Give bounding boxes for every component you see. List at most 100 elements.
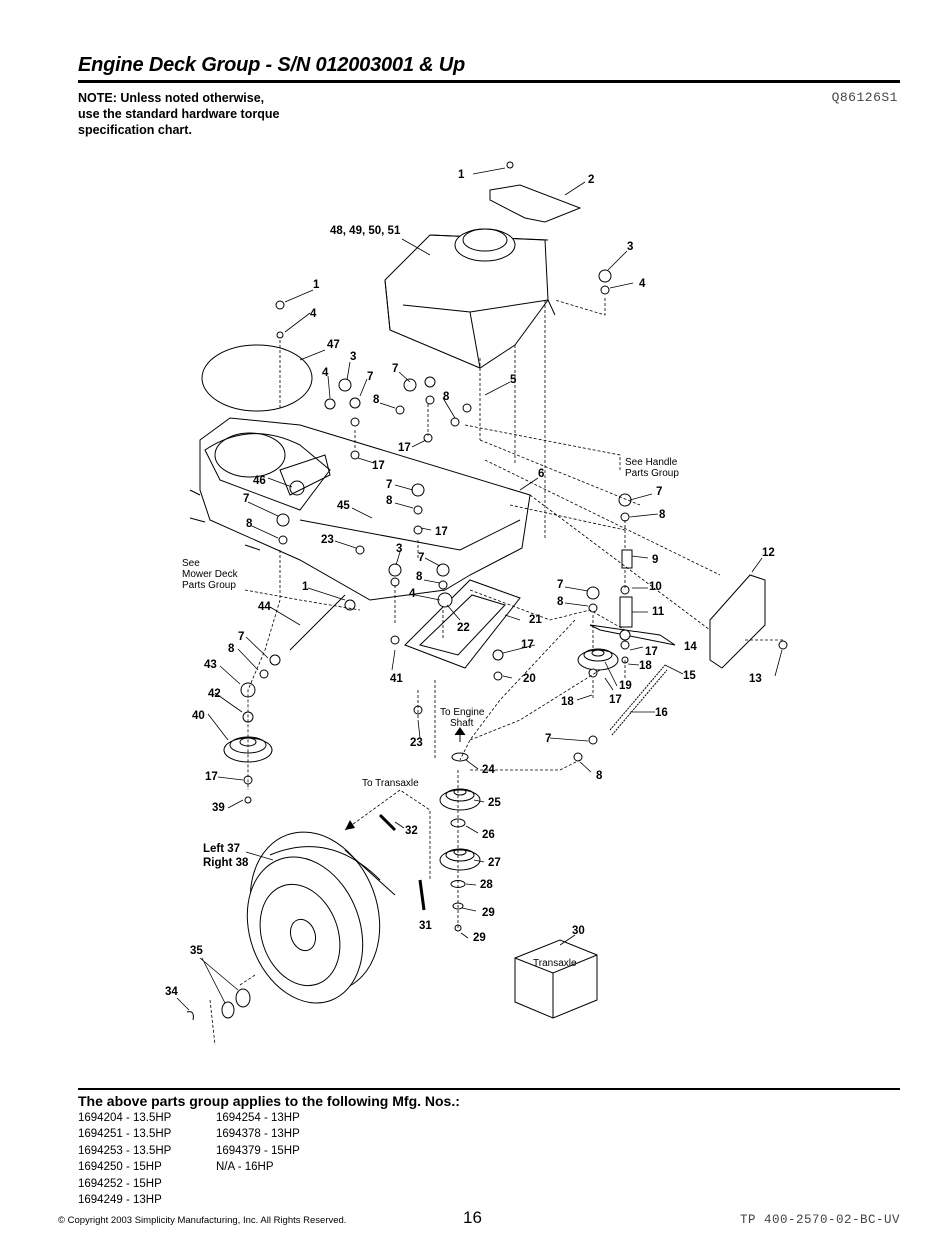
callout-36: 35: [190, 945, 203, 957]
callout-8: 8: [557, 596, 564, 608]
callout-7: 7: [418, 552, 424, 564]
callout-9: 9: [652, 554, 658, 566]
callout-39: 39: [212, 802, 225, 814]
callout-7: 7: [367, 371, 373, 383]
callout-35: 34: [165, 986, 178, 998]
applies-heading: The above parts group applies to the fol…: [78, 1093, 460, 1109]
mfg-number: N/A - 16HP: [216, 1161, 274, 1174]
mfg-numbers-col2: 1694254 - 13HP 1694378 - 13HP 1694379 - …: [216, 1110, 300, 1176]
callout-17: 17: [645, 646, 658, 658]
exploded-parts-diagram: 1 2 48, 49, 50, 51 3 4 1 4 47 3 4 7 7 8 …: [165, 161, 788, 1046]
callout-26: 25: [488, 797, 501, 809]
engine-drawing: [384, 228, 556, 369]
callout-7: 7: [557, 579, 563, 591]
callout-6: 6: [538, 468, 544, 480]
callout-46: 46: [253, 475, 266, 487]
callout-8: 8: [386, 495, 393, 507]
callout-13: 13: [749, 673, 762, 685]
callout-24: 23: [321, 534, 334, 546]
callout-30: 29: [482, 907, 495, 919]
callout-20: 18: [561, 696, 574, 708]
right-wheel-label: Right 38: [203, 857, 249, 869]
pulley-26-drawing: [439, 788, 481, 811]
callout-1: 1: [458, 169, 465, 181]
callout-11: 11: [652, 606, 665, 618]
callout-33: 31: [419, 920, 432, 932]
engine-shaft-label: To Engine: [440, 707, 485, 718]
callout-34: 32: [405, 825, 418, 837]
note-line: use the standard hardware torque: [78, 107, 280, 121]
mfg-number: 1694378 - 13HP: [216, 1128, 300, 1141]
mfg-number: 1694252 - 15HP: [78, 1177, 162, 1190]
callout-8: 8: [246, 518, 253, 530]
callout-25: 24: [482, 764, 495, 776]
callout-42: 43: [204, 659, 217, 671]
callout-31: 29: [473, 932, 486, 944]
callout-8: 8: [443, 391, 450, 403]
callout-16: 16: [655, 707, 668, 719]
callout-7: 7: [238, 631, 244, 643]
mfg-number: 1694251 - 13.5HP: [78, 1128, 172, 1141]
callout-44: 41: [390, 673, 403, 685]
pulley-28-drawing: [439, 848, 481, 871]
callout-1: 1: [302, 581, 309, 593]
callout-32: 30: [572, 925, 585, 937]
callout-4: 4: [409, 588, 416, 600]
mfg-number: 1694254 - 13HP: [216, 1112, 300, 1124]
mfg-number: 1694204 - 13.5HP: [78, 1112, 172, 1124]
document-code: TP 400-2570-02-BC-UV: [739, 1213, 900, 1227]
callout-17: 17: [435, 526, 448, 538]
mfg-number: 1694250 - 15HP: [78, 1161, 162, 1174]
callout-2: 2: [588, 174, 594, 186]
copyright-notice: © Copyright 2003 Simplicity Manufacturin…: [58, 1215, 347, 1226]
mfg-numbers-col1: 1694204 - 13.5HP 1694251 - 13.5HP 169425…: [78, 1110, 171, 1208]
callout-27: 26: [482, 829, 495, 841]
callout-7: 7: [545, 733, 551, 745]
callout-7: 7: [243, 493, 249, 505]
callout-17: 17: [521, 639, 534, 651]
callout-7: 7: [392, 363, 398, 375]
callout-3: 3: [396, 543, 402, 555]
bracket-12-drawing: [709, 574, 766, 669]
callout-12: 12: [762, 547, 775, 559]
callout-48-51: 48, 49, 50, 51: [330, 225, 401, 237]
transaxle-label: Transaxle: [533, 958, 577, 969]
shield-47-drawing: [201, 344, 313, 412]
figure-code: Q86126S1: [831, 90, 898, 105]
left-wheel-label: Left 37: [203, 843, 240, 855]
transaxle-box-drawing: [514, 939, 598, 1019]
callout-7: 7: [386, 479, 392, 491]
note-line: NOTE: Unless noted otherwise,: [78, 91, 265, 105]
callout-24: 23: [410, 737, 423, 749]
callout-17: 17: [372, 460, 385, 472]
callout-45: 45: [337, 500, 350, 512]
callout-17: 17: [609, 694, 622, 706]
callout-19: 19: [619, 680, 632, 692]
callout-4: 4: [322, 367, 329, 379]
deck-frame-drawing: [189, 417, 531, 601]
callout-8: 8: [416, 571, 423, 583]
mfg-number: 1694249 - 13HP: [78, 1194, 162, 1207]
callout-3: 3: [627, 241, 633, 253]
callout-3: 3: [350, 351, 356, 363]
callout-4: 4: [310, 308, 317, 320]
callout-7: 7: [656, 486, 662, 498]
page-number: 16: [463, 1208, 482, 1227]
callout-8: 8: [228, 643, 235, 655]
mfg-number: 1694379 - 15HP: [216, 1144, 300, 1157]
applies-rule: [78, 1088, 900, 1090]
mfg-number: 1694253 - 13.5HP: [78, 1144, 172, 1157]
to-transaxle-label: To Transaxle: [362, 778, 419, 789]
callout-15: 15: [683, 670, 696, 682]
callout-8: 8: [659, 509, 666, 521]
see-mower-label: Mower Deck: [182, 569, 239, 580]
callout-23: 20: [523, 673, 536, 685]
callout-8: 8: [373, 394, 380, 406]
engine-shaft-label: Shaft: [450, 718, 474, 729]
callout-14: 14: [684, 641, 697, 653]
spring-drawing: [609, 664, 668, 736]
callout-29: 28: [480, 879, 493, 891]
callout-43: 44: [258, 601, 271, 613]
callout-17: 17: [398, 442, 411, 454]
idler-arm-drawing: [589, 624, 676, 646]
